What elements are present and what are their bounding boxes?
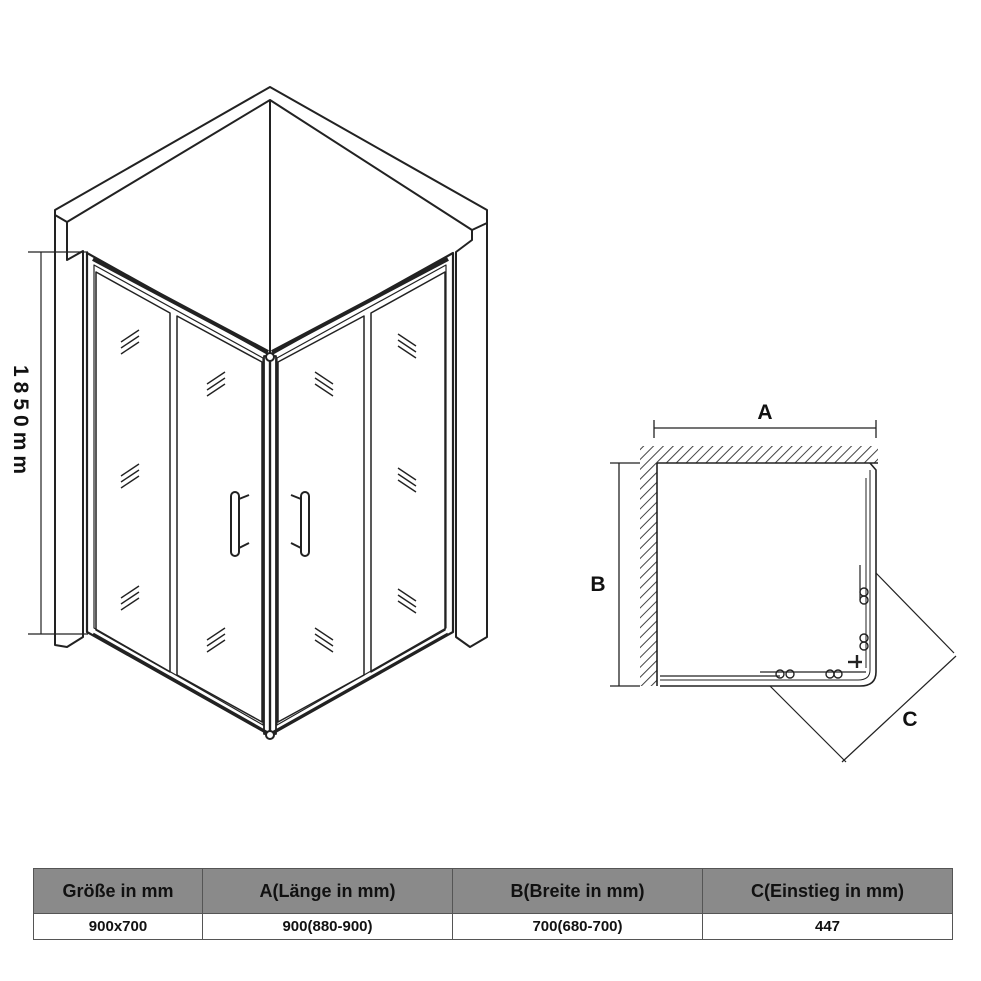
right-top-rail [271,257,449,354]
left-bottom-rail [92,632,269,735]
right-side-profile [660,462,877,687]
cell-length-a: 900(880-900) [202,913,453,940]
left-door-handle [230,491,250,557]
right-enclosure-frame [268,251,455,737]
cell-entry-c: 447 [702,913,953,940]
cell-width-b: 700(680-700) [452,913,703,940]
left-top-rail [92,257,269,354]
isometric-view [28,86,488,740]
header-entry-c: C(Einstieg in mm) [702,868,953,914]
header-length-a: A(Länge in mm) [202,868,453,914]
right-enclosure-inner-frame [276,264,447,726]
right-sliding-door [277,315,365,723]
door-rollers [775,587,869,679]
table-row: 900x700 900(880-900) 700(680-700) 447 [33,913,953,940]
dimension-b-label: B [590,573,605,596]
dimension-a-label: A [757,401,772,424]
corner-top-cap [265,352,275,362]
left-wall [54,215,84,648]
top-wall-hatch [640,446,878,463]
table-header-row: Größe in mm A(Länge in mm) B(Breite in m… [33,868,953,914]
glass-reflection-marks [120,329,417,653]
right-wall [455,223,488,648]
right-fixed-panel [370,271,446,673]
corner-bottom-cap [265,730,275,740]
right-bottom-rail [271,632,449,735]
left-enclosure-frame [85,251,272,737]
dimension-c-line [769,572,957,763]
size-spec-table: Größe in mm A(Länge in mm) B(Breite in m… [33,868,953,940]
right-door-handle [290,491,310,557]
header-size: Größe in mm [33,868,203,914]
cell-size: 900x700 [33,913,203,940]
shower-enclosure-diagram: 1850mm [9,86,957,763]
left-fixed-panel [95,271,171,673]
dimension-a-line [653,420,877,438]
header-width-b: B(Breite in mm) [452,868,703,914]
dimension-b-line [610,462,640,687]
height-dimension-line [28,251,88,635]
left-enclosure-inner-frame [93,264,264,726]
dimension-c-label: C [902,708,917,731]
height-label: 1850mm [9,365,32,479]
left-wall-hatch [640,446,657,686]
left-sliding-door [176,315,263,723]
top-view: A B C [590,401,957,763]
